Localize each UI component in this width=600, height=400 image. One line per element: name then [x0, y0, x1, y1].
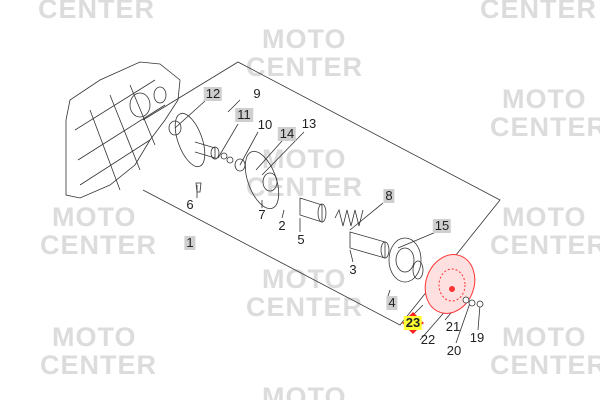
callout-12[interactable]: 12	[203, 86, 223, 101]
callout-21[interactable]: 21	[445, 319, 461, 334]
callout-13[interactable]: 13	[301, 116, 317, 131]
watermark-text: CENTER	[490, 350, 600, 380]
callout-7[interactable]: 7	[258, 207, 266, 222]
watermark-text: CENTER	[490, 112, 600, 142]
watermark-text: MOTO	[502, 84, 587, 114]
callout-3[interactable]: 3	[349, 262, 357, 277]
callout-6[interactable]: 6	[186, 197, 194, 212]
callout-5[interactable]: 5	[297, 232, 305, 247]
callout-9[interactable]: 9	[253, 86, 261, 101]
watermark-text: CENTER	[490, 230, 600, 260]
part-12-washer	[168, 120, 182, 136]
callout-8[interactable]: 8	[383, 188, 395, 203]
crankcase-cover	[65, 61, 181, 199]
callout-19[interactable]: 19	[469, 330, 485, 345]
callout-11[interactable]: 11	[235, 107, 253, 122]
watermark-text: MOTO	[502, 202, 587, 232]
watermark-text: MOTO	[262, 264, 347, 294]
callout-2[interactable]: 2	[278, 218, 286, 233]
watermark-text: MOTO	[52, 202, 137, 232]
callout-20[interactable]: 20	[446, 343, 462, 358]
watermark-text: MOTO	[262, 144, 347, 174]
part-movable-pulley	[244, 151, 280, 209]
watermark-text: CENTER	[38, 0, 156, 24]
callout-4[interactable]: 4	[386, 295, 398, 310]
watermark-text: CENTER	[480, 0, 598, 24]
watermark-text: CENTER	[246, 292, 364, 322]
watermark-text: CENTER	[40, 350, 158, 380]
part-15-clutch	[388, 237, 422, 283]
watermark-text: MOTO	[262, 382, 347, 400]
watermark-text: CENTER	[40, 230, 158, 260]
callout-23-selected[interactable]: 23	[403, 315, 423, 330]
part-8-spring	[334, 208, 364, 227]
callout-14[interactable]: 14	[277, 126, 297, 141]
callout-1[interactable]: 1	[184, 235, 196, 250]
assembly-frame	[142, 61, 501, 326]
watermark-text: MOTO	[502, 322, 587, 352]
callout-10[interactable]: 10	[257, 117, 273, 132]
watermark-text: CENTER	[246, 172, 364, 202]
part-23-clutch-bell[interactable]	[417, 248, 483, 321]
part-fixed-pulley	[174, 112, 206, 168]
callout-22[interactable]: 22	[420, 332, 436, 347]
callout-15[interactable]: 15	[432, 218, 452, 233]
watermark-text: MOTO	[52, 322, 137, 352]
watermark-text: MOTO	[262, 24, 347, 54]
